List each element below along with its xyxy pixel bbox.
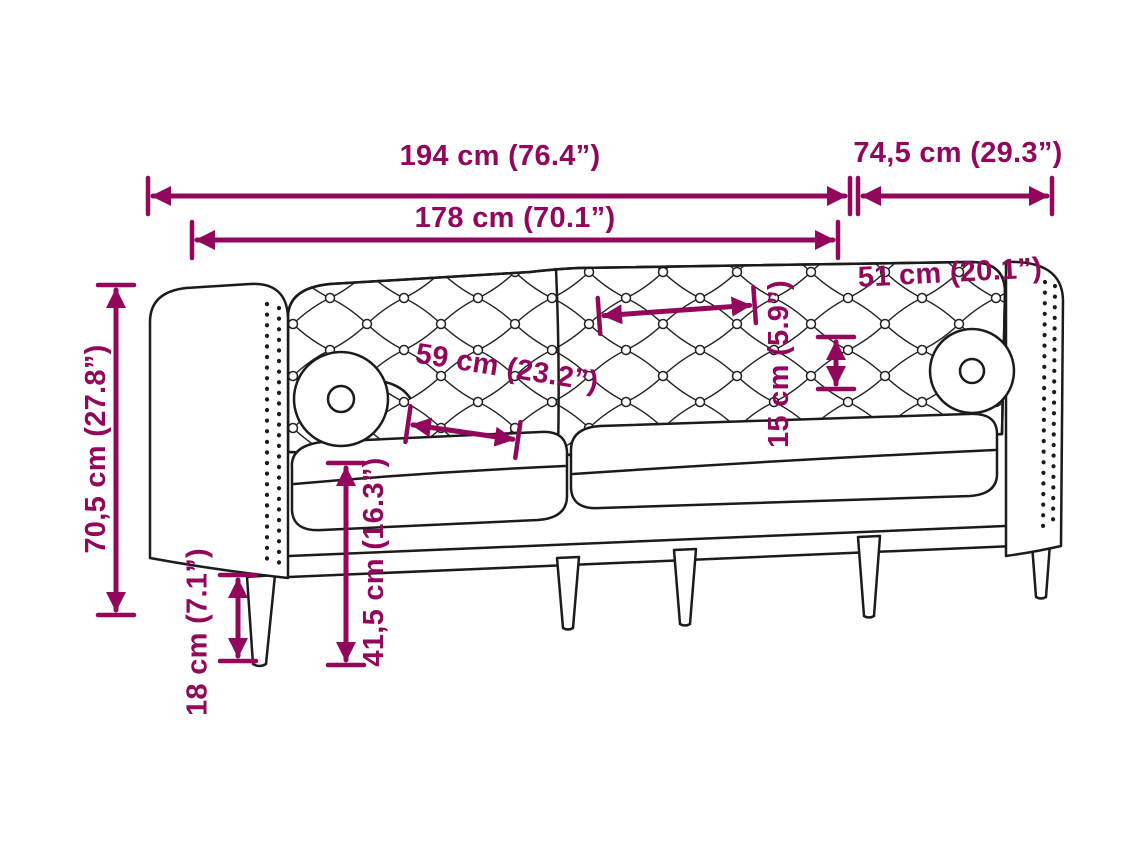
sofa-base-rail-top [287, 524, 1007, 558]
sofa-cushion-right-seam [571, 448, 997, 476]
dim-inner-width-line [189, 219, 841, 261]
dim-total-height-line [95, 282, 137, 618]
dim-label-total-height: 70,5 cm (27.8”) [80, 344, 112, 554]
dim-label-total-width: 194 cm (76.4”) [399, 140, 601, 172]
sofa-illustration [148, 260, 1065, 668]
dim-back-height-line [595, 284, 759, 337]
sofa-cushion-left [290, 430, 569, 532]
sofa-leg [555, 555, 581, 631]
sofa-arm-right-nailheads [1040, 279, 1048, 535]
dim-seat-height-line [325, 460, 367, 668]
sofa-leg [672, 547, 698, 627]
dim-label-total-depth: 74,5 cm (29.3”) [853, 137, 1063, 169]
sofa-backrest-seam [554, 267, 560, 454]
dim-total-depth-line [855, 175, 1055, 217]
dim-total-width-line [145, 175, 853, 217]
dim-label-inner-width: 178 cm (70.1”) [414, 202, 616, 234]
sofa-arm-left [148, 282, 290, 580]
sofa-cushion-left-seam [292, 464, 567, 486]
sofa-leg [245, 573, 277, 668]
dim-seat-depth-line [403, 404, 523, 461]
dim-label-seat-height: 41,5 cm (16.3”) [358, 457, 390, 667]
dim-cushion-thickness-line [815, 334, 857, 392]
sofa-arm-right [1004, 260, 1065, 558]
dim-label-leg-height: 18 cm (7.1”) [181, 548, 214, 717]
sofa-bolster-left-button [326, 384, 356, 414]
sofa-arm-right-nailheads [1050, 283, 1058, 531]
dim-label-cushion-thickness: 15 cm (5.9”) [763, 280, 795, 449]
sofa-base-rail-bottom [287, 542, 1062, 579]
sofa-bolster-left-edge [383, 380, 412, 400]
dimension-lines [95, 175, 1055, 668]
sofa-bolster-right-button [958, 357, 986, 385]
sofa-leg [856, 534, 882, 619]
dim-leg-height-line [217, 572, 259, 664]
